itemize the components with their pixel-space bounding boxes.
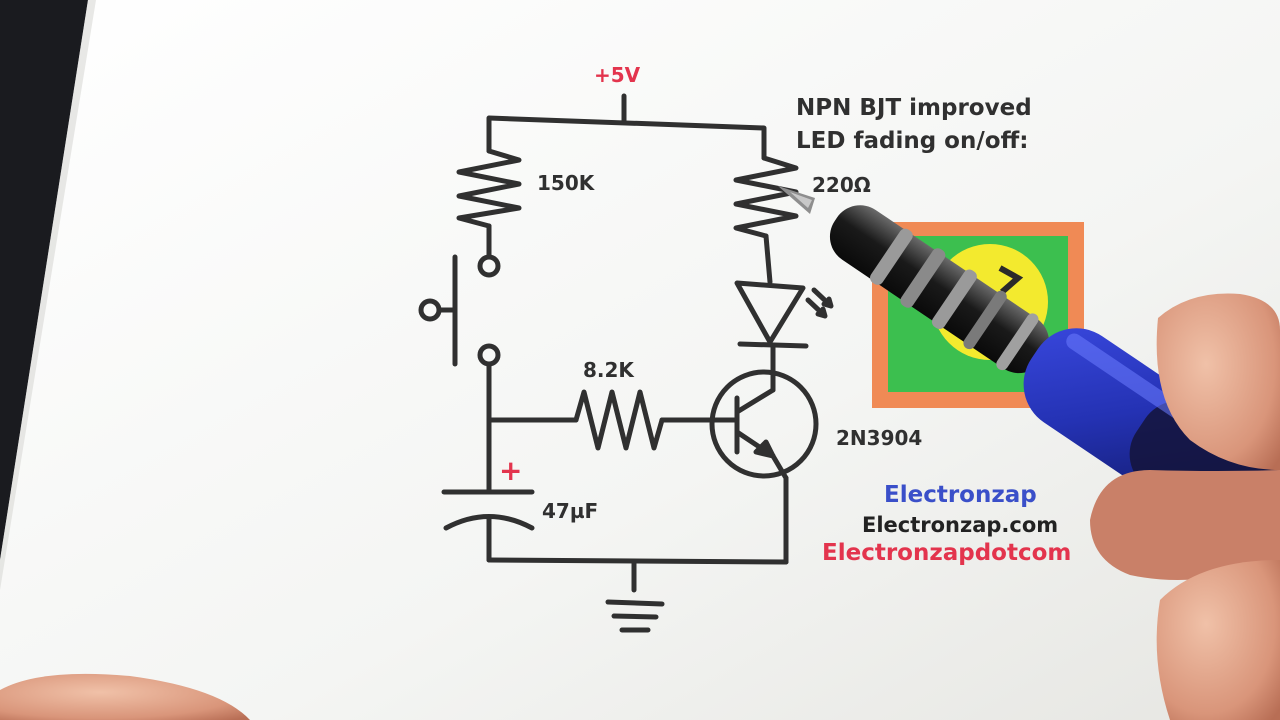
bottom-rail-wire [486,557,789,565]
capacitor-polarity-mark: + [499,454,522,487]
left-hand-knuckle [0,673,250,720]
top-rail-wire [486,115,767,161]
resistor-220-label: 220Ω [812,173,871,197]
resistor-150k-label: 150K [537,171,596,195]
led-light-arrow-2 [811,287,834,309]
switch-terminal-top [477,254,501,278]
capacitor-label: 47µF [542,499,598,523]
resistor-220-symbol [733,155,799,239]
ground-symbol [605,599,665,633]
brand-site: Electronzap.com [862,513,1058,537]
brand-name: Electronzap [884,482,1037,508]
soldering-iron-shaft [829,205,1050,374]
resistor-150k-symbol [456,148,522,229]
led-light-arrow-1 [805,297,828,319]
transistor-2n3904-symbol [709,369,819,479]
soldering-iron-tip [778,186,815,214]
transistor-label: 2N3904 [836,426,922,450]
led-symbol [734,280,806,345]
right-hand [1090,293,1280,720]
supply-voltage-label: +5V [594,63,641,87]
diagram-title-line-2: LED fading on/off: [796,128,1028,154]
circuit-diagram [418,93,834,633]
resistor-8k2-label: 8.2K [583,358,635,382]
resistor-8k2-symbol [573,389,665,451]
paper-edge-shadow [0,0,96,590]
brand-social: Electronzapdotcom [822,540,1071,566]
diagram-title-line-1: NPN BJT improved [796,95,1032,121]
transistor-emitter-arrow [753,439,776,459]
